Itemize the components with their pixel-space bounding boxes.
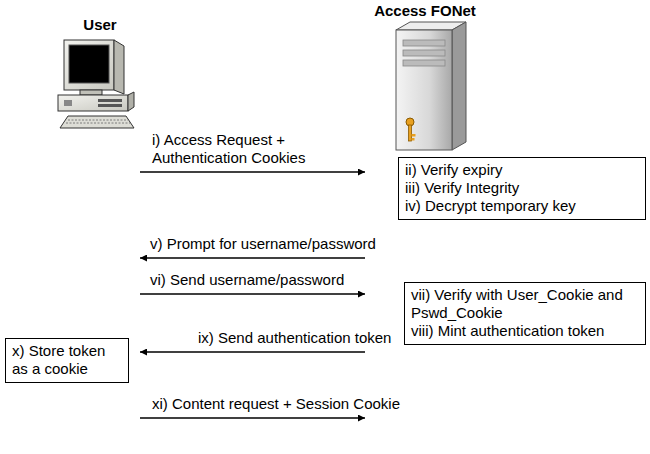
process-box: vii) Verify with User_Cookie and Pswd_Co… (404, 282, 646, 345)
message-arrow (140, 293, 365, 295)
step-text: iii) Verify Integrity (405, 179, 639, 197)
message-label: v) Prompt for username/password (148, 235, 378, 253)
message-label: xi) Content request + Session Cookie (150, 395, 402, 413)
message-label: i) Access Request + Authentication Cooki… (150, 131, 329, 167)
process-box: ii) Verify expiryiii) Verify Integrityiv… (398, 157, 646, 220)
message-label: ix) Send authentication token (196, 329, 393, 347)
step-text: ii) Verify expiry (405, 161, 639, 179)
message-label: vi) Send username/password (148, 271, 346, 289)
message-arrow (140, 417, 365, 419)
step-text: iv) Decrypt temporary key (405, 197, 639, 215)
actor-label: Access FONet (365, 2, 485, 20)
step-text: vii) Verify with User_Cookie and Pswd_Co… (411, 286, 639, 322)
server-icon (396, 22, 466, 150)
computer-icon (58, 40, 134, 128)
step-text: x) Store token as a cookie (12, 342, 122, 378)
message-arrow (140, 351, 365, 353)
step-text: viii) Mint authentication token (411, 322, 639, 340)
message-arrow (140, 257, 365, 259)
actor-label: User (60, 16, 140, 34)
process-box: x) Store token as a cookie (5, 338, 129, 383)
message-arrow (140, 171, 365, 173)
